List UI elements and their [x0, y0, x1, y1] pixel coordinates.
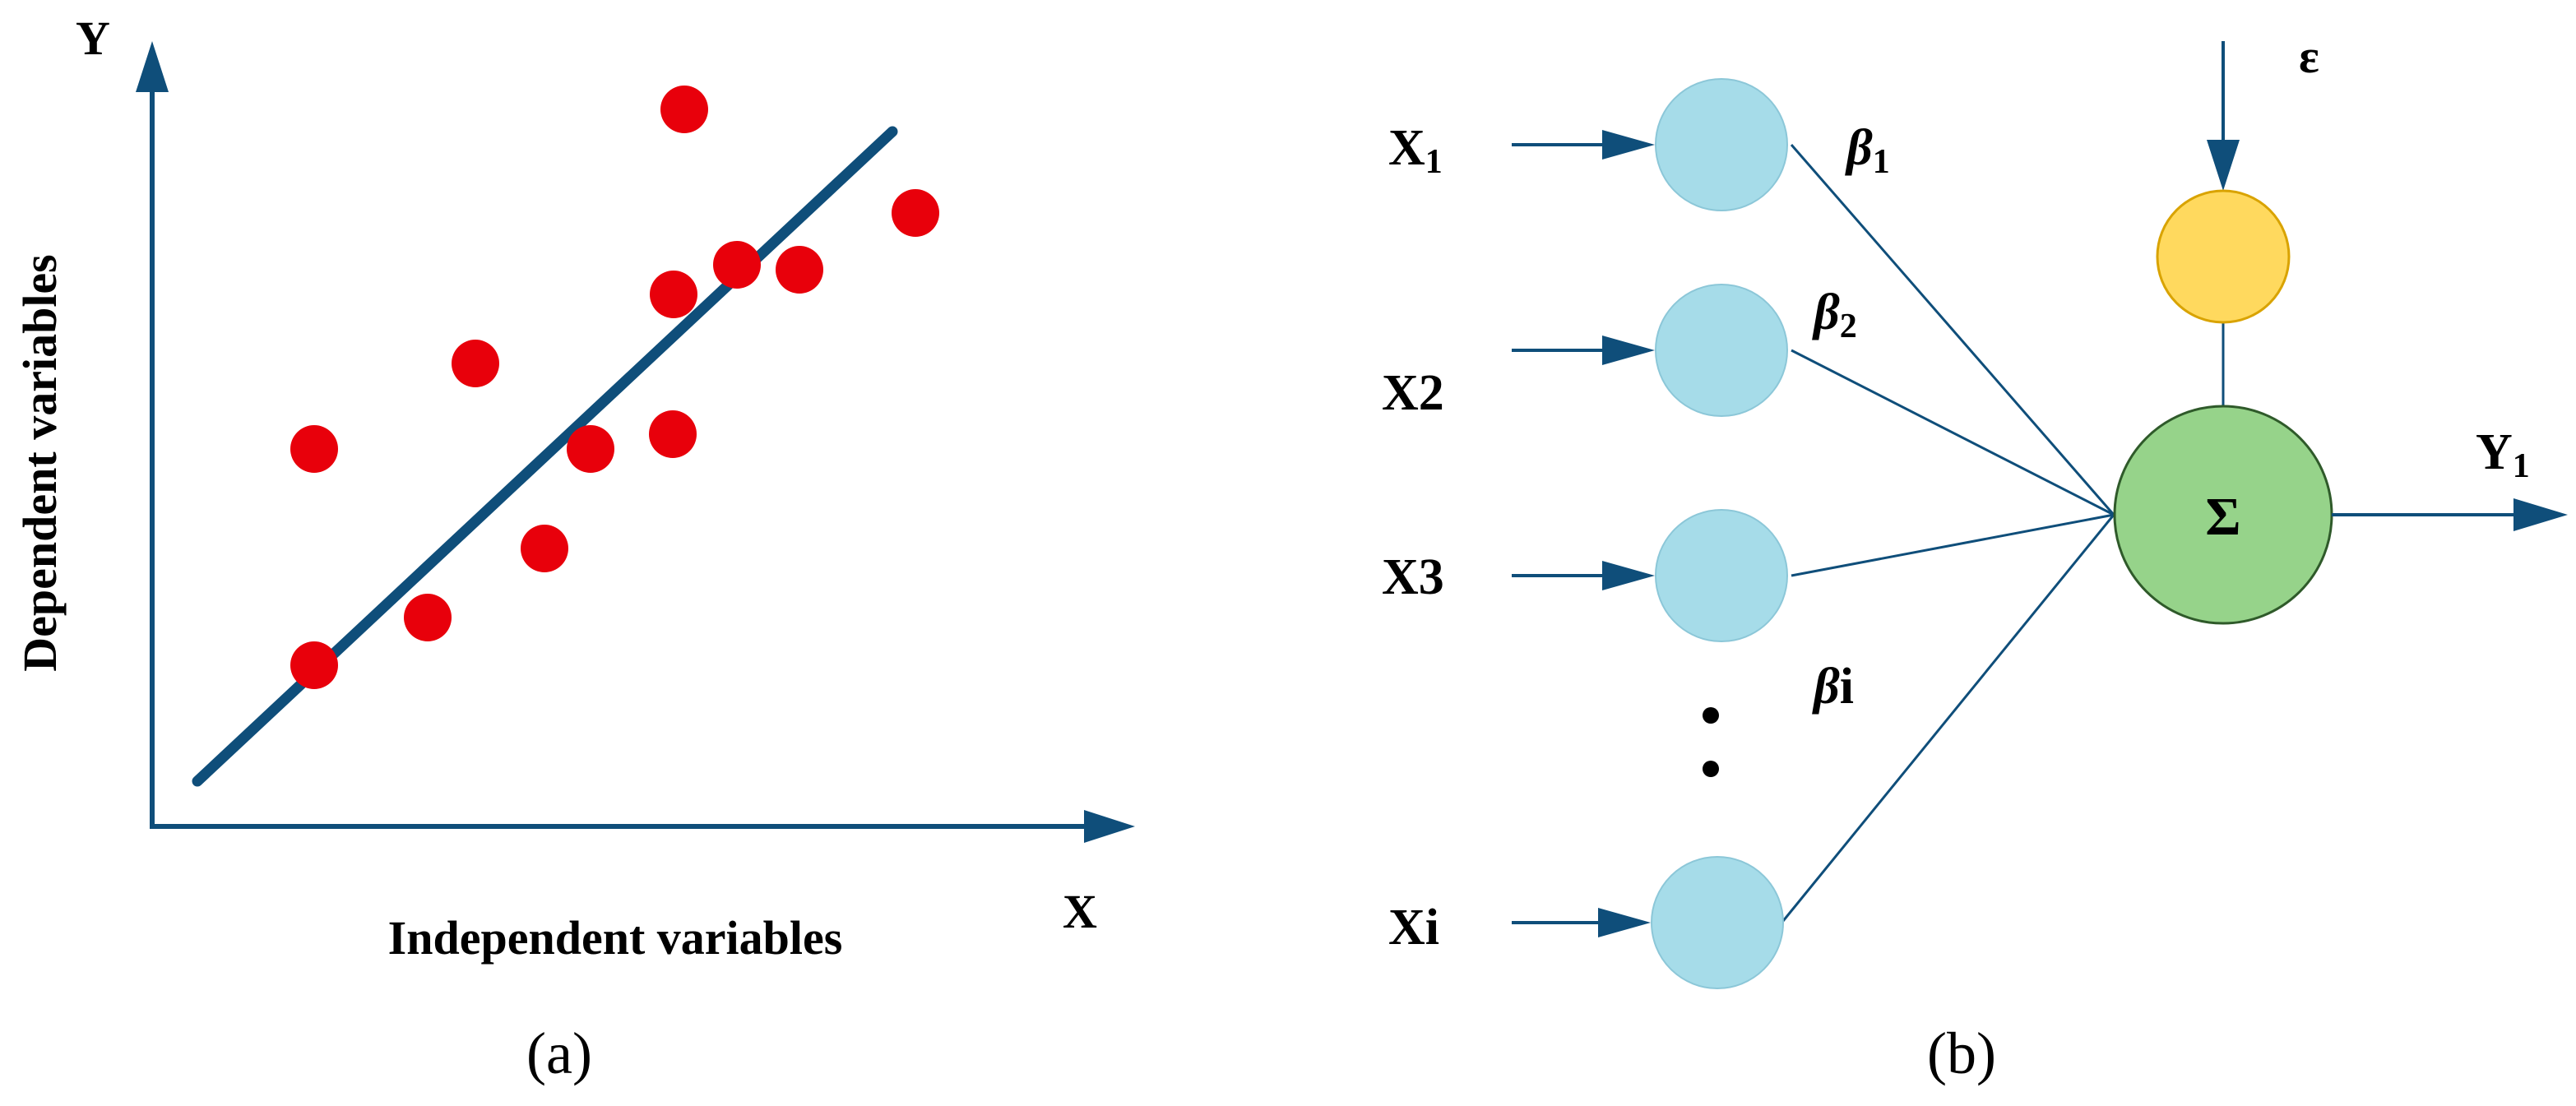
data-point [567, 425, 614, 473]
panel-b: X1 X2 X3 Xi β1 β2 βi ε Σ Y1 (b) [1382, 30, 2568, 1086]
connector-line [1791, 349, 2115, 516]
weight-label-2: β2 [1812, 285, 1857, 345]
panel-a: Y X Dependent variables Independent vari… [13, 12, 1135, 1086]
data-point [649, 410, 697, 458]
panel-b-caption: (b) [1927, 1020, 1996, 1086]
input-node-1 [1655, 78, 1788, 211]
input-node-2 [1655, 284, 1788, 417]
vertical-dots-icon [1703, 707, 1719, 777]
y-axis-arrow-icon [136, 41, 169, 92]
input-nodes [1651, 78, 1788, 989]
input-arrow-icon [1602, 130, 1655, 160]
error-node [2156, 189, 2291, 324]
input-arrow-icon [1602, 336, 1655, 365]
input-arrow-icon [1602, 561, 1655, 590]
scatter-points [290, 86, 939, 689]
input-arrow-icon [1598, 908, 1651, 937]
x-axis-arrow-icon [1084, 810, 1135, 843]
output-label: Y1 [2476, 424, 2530, 485]
panel-a-caption: (a) [526, 1020, 592, 1086]
y-axis-letter: Y [76, 12, 110, 65]
input-label-1: X1 [1388, 120, 1443, 181]
output-arrow-icon [2513, 498, 2568, 531]
error-arrow-icon [2207, 140, 2240, 191]
x-axis-letter: X [1063, 885, 1097, 938]
input-arrows [1512, 130, 1655, 937]
data-point [650, 271, 697, 318]
sum-symbol: Σ [2205, 487, 2240, 547]
y-axis-label: Dependent variables [13, 254, 67, 672]
data-point [404, 594, 452, 641]
weight-connectors [1781, 144, 2225, 922]
connector-line [1790, 144, 2115, 516]
data-point [521, 525, 568, 572]
connector-line [1791, 513, 2115, 577]
data-point [776, 246, 823, 294]
data-point [713, 241, 761, 289]
input-label-i: Xi [1388, 900, 1439, 956]
input-node-i [1651, 856, 1784, 989]
data-point [892, 189, 939, 237]
data-point [452, 340, 499, 387]
weight-label-1: β1 [1845, 120, 1890, 181]
weight-label-i: βi [1812, 659, 1854, 715]
data-point [290, 425, 338, 473]
connector-line [1781, 514, 2115, 922]
x-axis-label: Independent variables [388, 911, 843, 965]
input-node-3 [1655, 509, 1788, 642]
data-point [660, 86, 708, 133]
input-label-3: X3 [1382, 549, 1444, 605]
input-label-2: X2 [1382, 365, 1444, 421]
error-label: ε [2299, 30, 2319, 83]
data-point [290, 641, 338, 689]
